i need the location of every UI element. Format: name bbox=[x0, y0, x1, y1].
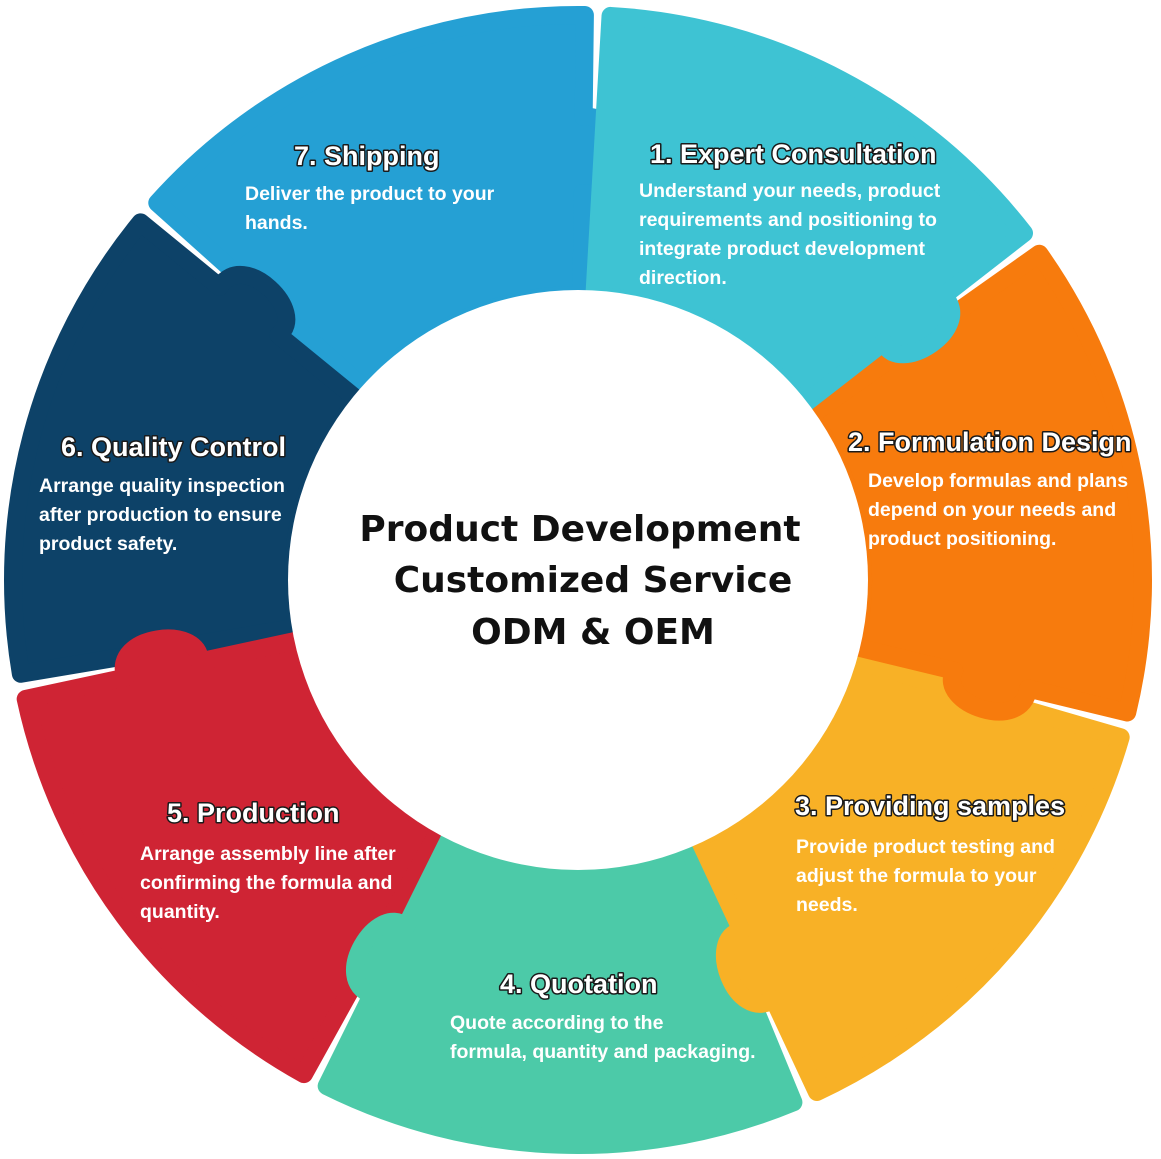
step-expert-consultation: 1. Expert Consultation Understand your n… bbox=[639, 138, 946, 290]
step-description: Understand your needs, product requireme… bbox=[639, 180, 946, 289]
step-quality-control: 6. Quality Control Arrange quality inspe… bbox=[39, 431, 290, 556]
step-description: Arrange assembly line after confirming t… bbox=[140, 843, 401, 923]
center-label: Product Development Customized Service O… bbox=[359, 509, 800, 653]
step-title: 2. Formulation Design bbox=[848, 427, 1132, 457]
step-title: 3. Providing samples bbox=[795, 791, 1065, 821]
step-title: 7. Shipping bbox=[294, 141, 440, 171]
step-title: 1. Expert Consultation bbox=[650, 139, 937, 169]
step-description: Quote according to the formula, quantity… bbox=[450, 1012, 756, 1063]
step-title: 6. Quality Control bbox=[61, 432, 286, 462]
step-description: Develop formulas and plans depend on you… bbox=[868, 470, 1133, 550]
step-description: Arrange quality inspection after product… bbox=[39, 475, 290, 555]
center-title-line-3: ODM & OEM bbox=[471, 612, 715, 653]
step-title: 5. Production bbox=[167, 798, 340, 828]
step-title: 4. Quotation bbox=[500, 969, 658, 999]
step-providing-samples: 3. Providing samples Provide product tes… bbox=[794, 790, 1067, 917]
step-production: 5. Production Arrange assembly line afte… bbox=[140, 797, 401, 924]
center-title-line-1: Product Development bbox=[359, 509, 800, 550]
center-circle bbox=[288, 290, 868, 870]
step-shipping: 7. Shipping Deliver the product to your … bbox=[245, 140, 500, 235]
step-formulation-design: 2. Formulation Design Develop formulas a… bbox=[847, 426, 1134, 551]
center-title-line-2: Customized Service bbox=[394, 560, 793, 601]
step-quotation: 4. Quotation Quote according to the form… bbox=[450, 968, 756, 1064]
step-description: Provide product testing and adjust the f… bbox=[796, 836, 1060, 916]
step-description: Deliver the product to your hands. bbox=[245, 183, 500, 234]
